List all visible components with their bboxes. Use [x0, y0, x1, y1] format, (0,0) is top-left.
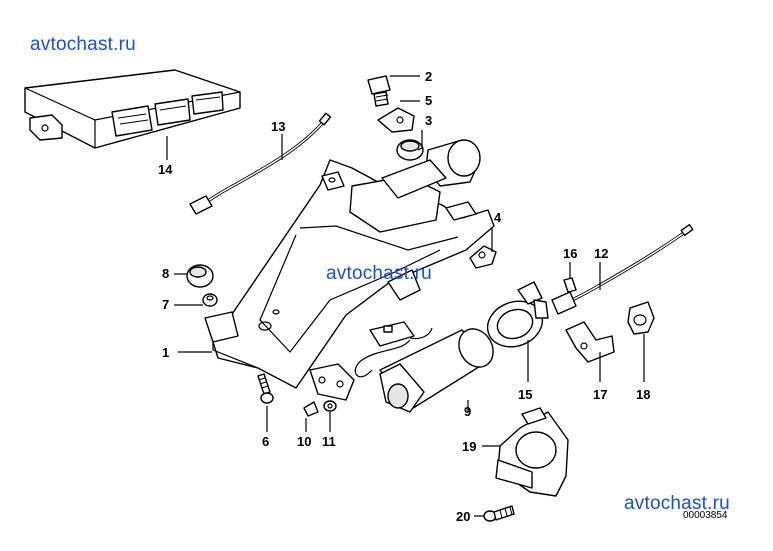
callout-labels: 1 2 3 4 5 6 7 8 9 10 11 12 13 14 15 16 1… [158, 69, 650, 524]
control-module-part [24, 69, 241, 149]
callout-1: 1 [162, 345, 169, 360]
rubber-8-part [186, 264, 214, 288]
motor-part [381, 139, 481, 301]
callout-10: 10 [297, 434, 311, 449]
clip-nut-5-part [377, 107, 415, 133]
actuator-9-part [354, 321, 494, 413]
callout-19: 19 [462, 439, 476, 454]
callout-12: 12 [594, 246, 608, 261]
bushing-7-part [202, 293, 218, 307]
callout-8: 8 [162, 266, 169, 281]
bolt-2-part [367, 75, 391, 107]
callout-15: 15 [518, 387, 532, 402]
nut-4-part [469, 245, 497, 269]
bolt-10-part [303, 401, 319, 417]
watermark-center: avtochast.ru [326, 263, 432, 284]
column-bracket-part [204, 159, 495, 401]
collar-19-part [495, 407, 569, 497]
callout-20: 20 [456, 509, 470, 524]
callout-16: 16 [563, 246, 577, 261]
callout-17: 17 [593, 387, 607, 402]
screw-16-part [563, 277, 577, 293]
callout-9: 9 [464, 404, 471, 419]
callout-14: 14 [158, 162, 173, 177]
callout-2: 2 [425, 69, 432, 84]
clip-18-part [627, 301, 655, 335]
bracket-17-part [565, 321, 615, 363]
diagram-id: 00003854 [683, 510, 728, 521]
grommet-3-part [396, 139, 424, 161]
callout-18: 18 [636, 387, 650, 402]
screw-20-part [483, 505, 515, 522]
ring-15-part [486, 281, 549, 348]
cable-13-part [189, 112, 332, 215]
leader-lines [166, 75, 645, 517]
screw-6-part [257, 373, 274, 404]
watermark-top-left: avtochast.ru [30, 34, 136, 55]
washer-11-part [323, 400, 337, 412]
callout-3: 3 [425, 113, 432, 128]
callout-6: 6 [262, 434, 269, 449]
callout-4: 4 [494, 210, 502, 225]
callout-11: 11 [322, 434, 336, 449]
cable-12-part [551, 223, 694, 315]
callout-7: 7 [162, 297, 169, 312]
callout-5: 5 [425, 93, 432, 108]
watermark-bottom-right: avtochast.ru [624, 493, 730, 514]
callout-13: 13 [271, 119, 285, 134]
